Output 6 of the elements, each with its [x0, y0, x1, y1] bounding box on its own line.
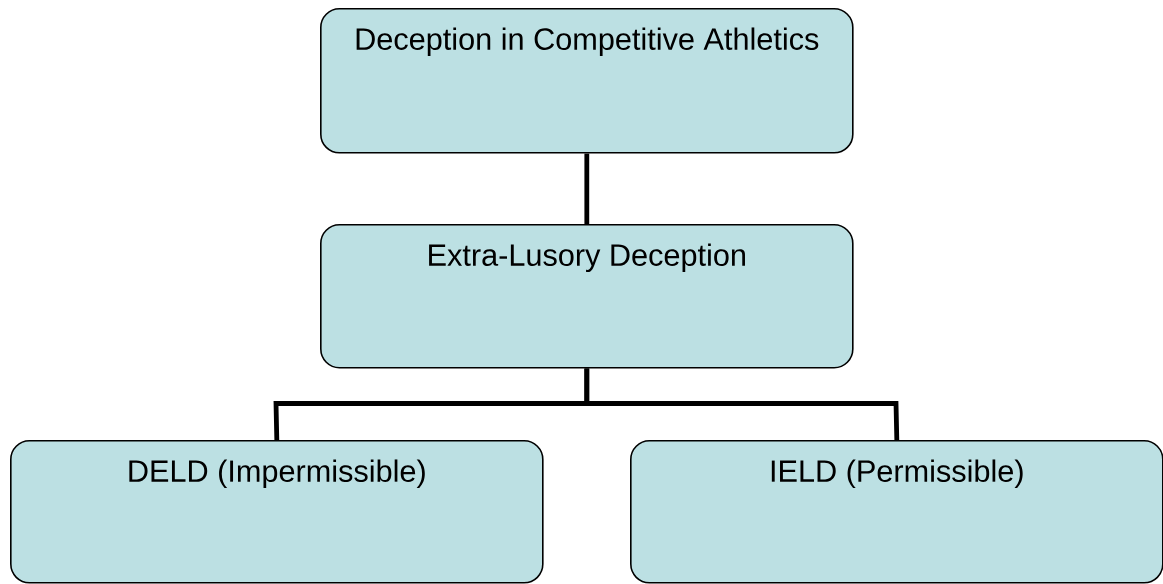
- connector-line: [584, 153, 590, 224]
- process-box: Extra-Lusory Deception: [320, 224, 854, 369]
- connector-line: [584, 368, 900, 441]
- process-box: Deception in Competitive Athletics: [320, 8, 854, 154]
- process-box: DELD (Impermissible): [10, 440, 544, 584]
- process-box: IELD (Permissible): [630, 440, 1163, 584]
